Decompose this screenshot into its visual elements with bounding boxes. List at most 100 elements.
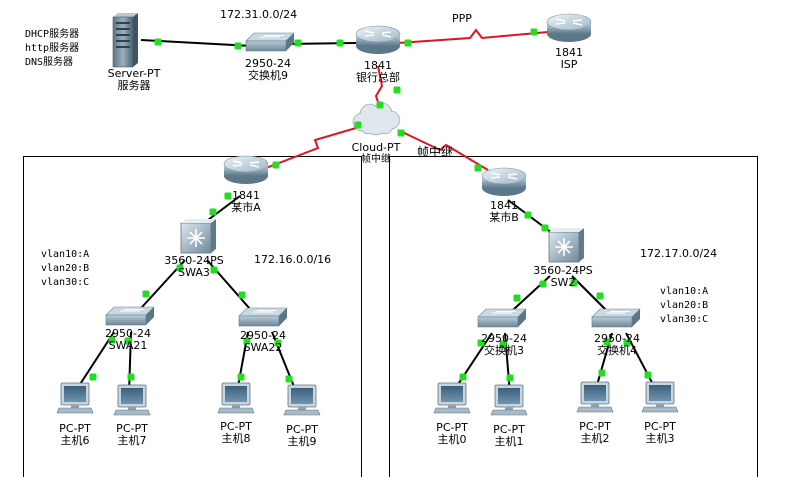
link-up-dot (570, 279, 578, 287)
swa21-label[interactable]: 2950-24 SWA21 (105, 328, 151, 352)
device-model: PC-PT (116, 422, 148, 435)
device-name: 主机0 (437, 433, 467, 446)
router-a-device[interactable] (223, 155, 269, 184)
vlan-item: vlan20:B (41, 263, 90, 274)
device-name: 银行总部 (356, 71, 400, 84)
router-a-label[interactable]: 1841 某市A (231, 190, 261, 214)
link-up-dot (524, 211, 532, 219)
device-name: 主机1 (494, 435, 524, 448)
link-up-dot (541, 224, 549, 232)
sw2-label[interactable]: 3560-24PS SW2 (533, 265, 593, 289)
link-up-dot (210, 266, 218, 274)
switch9-device[interactable] (245, 32, 295, 52)
host1-label[interactable]: PC-PT 主机1 (493, 424, 525, 448)
host0-label[interactable]: PC-PT 主机0 (436, 422, 468, 446)
device-name: SW2 (550, 276, 576, 289)
link-up-dot (124, 337, 132, 345)
host3-device[interactable] (641, 381, 679, 413)
vlan-item: vlan10:A (660, 286, 709, 297)
link-up-dot (393, 86, 401, 94)
device-model: PC-PT (644, 420, 676, 433)
vlan-item: vlan20:B (660, 300, 709, 311)
switch3-label[interactable]: 2950-24 交换机3 (481, 333, 527, 357)
vlan-item: vlan30:C (660, 314, 709, 325)
device-model: 1841 (555, 46, 583, 59)
devices-layer (56, 13, 679, 416)
link-cloud-routera[interactable] (265, 127, 357, 169)
host2-device[interactable] (576, 381, 614, 413)
router-b-label[interactable]: 1841 某市B (489, 200, 519, 224)
link-up-dot (274, 339, 282, 347)
server-device[interactable] (112, 13, 138, 68)
link-up-dot (238, 291, 246, 299)
device-model: 3560-24PS (533, 264, 593, 277)
cloud-device[interactable] (352, 102, 401, 136)
link-up-dot (598, 369, 606, 377)
link-up-dot (108, 336, 116, 344)
host2-label[interactable]: PC-PT 主机2 (579, 421, 611, 445)
link-swa21-host6[interactable] (74, 331, 115, 393)
link-up-dot (404, 39, 412, 47)
device-name: 交换机9 (248, 69, 288, 82)
link-up-dot (154, 38, 162, 46)
vlan-item: vlan30:C (41, 277, 90, 288)
swa22-device[interactable] (238, 307, 288, 327)
link-up-dot (477, 339, 485, 347)
host0-device[interactable] (433, 382, 471, 414)
link-switch3-host0[interactable] (452, 332, 493, 393)
link-up-dot (644, 371, 652, 379)
port-dots-layer (89, 28, 652, 383)
isp-router-device[interactable] (546, 13, 592, 42)
device-name: 交换机4 (597, 344, 637, 357)
host8-label[interactable]: PC-PT 主机8 (220, 421, 252, 445)
router-b-device[interactable] (481, 167, 527, 196)
cloud-label[interactable]: Cloud-PT 帧中继 (352, 142, 401, 166)
swa3-device[interactable] (180, 219, 216, 254)
host1-device[interactable] (490, 384, 528, 416)
device-model: PC-PT (579, 420, 611, 433)
link-up-dot (530, 28, 538, 36)
host3-label[interactable]: PC-PT 主机3 (644, 421, 676, 445)
isp-router-label[interactable]: 1841 ISP (555, 47, 583, 71)
host7-label[interactable]: PC-PT 主机7 (116, 423, 148, 447)
hq-network-label: 172.31.0.0/24 (220, 8, 298, 21)
switch9-label[interactable]: 2950-24 交换机9 (245, 58, 291, 82)
link-up-dot (539, 280, 547, 288)
link-cloud-routerb[interactable] (397, 129, 489, 171)
host6-label[interactable]: PC-PT 主机6 (59, 423, 91, 447)
host6-device[interactable] (56, 382, 94, 414)
device-model: PC-PT (493, 423, 525, 436)
link-up-dot (354, 121, 362, 129)
sw2-device[interactable] (548, 228, 584, 263)
device-model: PC-PT (286, 423, 318, 436)
switch4-label[interactable]: 2950-24 交换机4 (594, 333, 640, 357)
link-up-dot (224, 192, 232, 200)
link-up-dot (336, 39, 344, 47)
device-model: 1841 (489, 199, 518, 212)
hq-router-label[interactable]: 1841 银行总部 (356, 60, 400, 84)
switch3-device[interactable] (477, 308, 527, 328)
server-label[interactable]: Server-PT 服务器 (108, 68, 161, 92)
device-name: 主机8 (221, 432, 251, 445)
hq-router-device[interactable] (355, 25, 401, 54)
swa22-label[interactable]: 2950-24 SWA22 (240, 330, 286, 354)
link-hq-isp[interactable] (397, 28, 549, 44)
host7-device[interactable] (113, 384, 151, 416)
service-http-label: http服务器 (25, 43, 80, 54)
device-name: 主机9 (287, 435, 317, 448)
host9-device[interactable] (283, 384, 321, 416)
swa21-device[interactable] (105, 306, 155, 326)
device-model: 2950-24 (481, 332, 527, 345)
host8-device[interactable] (217, 382, 255, 414)
device-model: 1841 (364, 59, 392, 72)
link-up-dot (243, 337, 251, 345)
swa3-label[interactable]: 3560-24PS SWA3 (164, 255, 224, 279)
link-up-dot (142, 290, 150, 298)
switch4-device[interactable] (591, 308, 641, 328)
link-up-dot (285, 375, 293, 383)
device-model: PC-PT (220, 420, 252, 433)
link-up-dot (234, 42, 242, 50)
host9-label[interactable]: PC-PT 主机9 (286, 424, 318, 448)
